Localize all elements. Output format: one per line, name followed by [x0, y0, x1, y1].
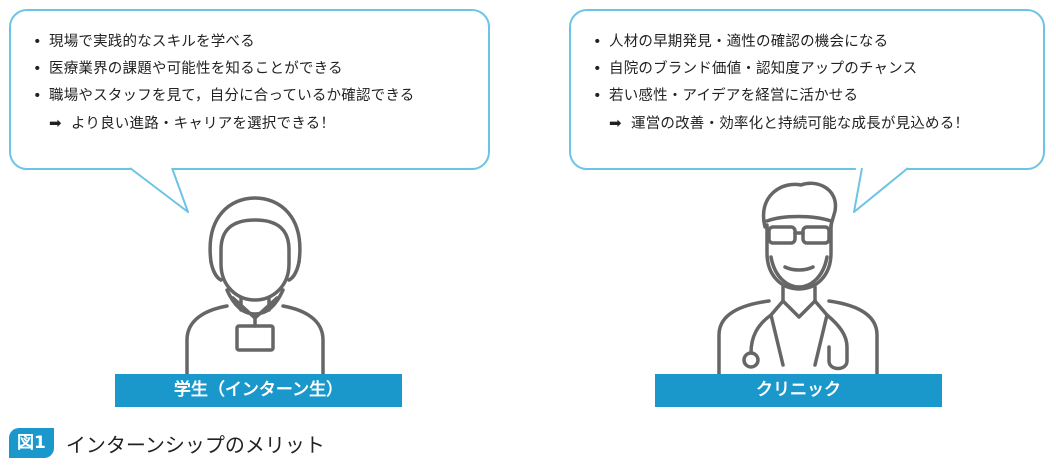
bullet-icon: •	[33, 61, 42, 77]
clinic-point: •人材の早期発見・適性の確認の機会になる	[593, 29, 1025, 56]
arrow-right-icon: ➡	[609, 114, 622, 132]
clinic-bubble-tail	[853, 167, 909, 213]
clinic-conclusion: ➡運営の改善・効率化と持続可能な成長が見込める！	[593, 110, 1025, 138]
student-conclusion: ➡より良い進路・キャリアを選択できる！	[33, 110, 470, 138]
bullet-icon: •	[593, 34, 602, 50]
student-label: 学生（インターン生）	[115, 374, 402, 407]
clinic-point: •若い感性・アイデアを経営に活かせる	[593, 83, 1025, 110]
bullet-icon: •	[593, 88, 602, 104]
student-speech-bubble: •現場で実践的なスキルを学べる •医療業界の課題や可能性を知ることができる •職…	[9, 9, 490, 170]
student-bubble-tail	[129, 167, 189, 213]
figure-number-badge: 図1	[9, 428, 54, 458]
bullet-icon: •	[33, 34, 42, 50]
doctor-icon	[717, 181, 879, 377]
student-icon	[185, 196, 325, 376]
figure-title: インターンシップのメリット	[65, 432, 325, 457]
arrow-right-icon: ➡	[49, 114, 62, 132]
clinic-speech-bubble: •人材の早期発見・適性の確認の機会になる •自院のブランド価値・認知度アップのチ…	[569, 9, 1045, 170]
figure-caption: 図1 インターンシップのメリット	[9, 427, 325, 459]
clinic-point: •自院のブランド価値・認知度アップのチャンス	[593, 56, 1025, 83]
clinic-label: クリニック	[655, 374, 942, 407]
bullet-icon: •	[593, 61, 602, 77]
student-point: •現場で実践的なスキルを学べる	[33, 29, 470, 56]
bullet-icon: •	[33, 88, 42, 104]
student-point: •医療業界の課題や可能性を知ることができる	[33, 56, 470, 83]
student-point: •職場やスタッフを見て，自分に合っているか確認できる	[33, 83, 470, 110]
